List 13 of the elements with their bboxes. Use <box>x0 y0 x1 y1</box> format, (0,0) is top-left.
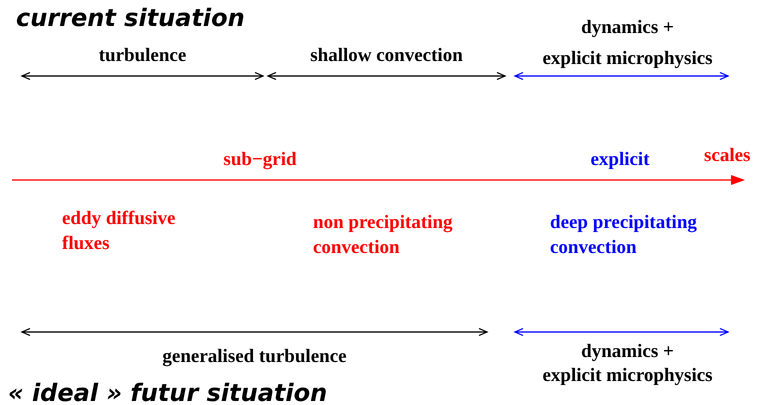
range-label: dynamics + explicit microphysics <box>541 16 714 71</box>
axis-title: scales <box>704 144 752 168</box>
range-label: turbulence <box>98 44 188 68</box>
process-label: deep precipitating convection <box>550 211 698 260</box>
axis-label: sub−grid <box>222 148 298 172</box>
process-label: eddy diffusive fluxes <box>62 207 176 256</box>
range-label: shallow convection <box>309 44 464 68</box>
axis-label: explicit <box>589 148 651 172</box>
heading: « ideal » futur situation <box>8 378 328 405</box>
process-label: non precipitating convection <box>313 211 454 260</box>
range-label: dynamics + explicit microphysics <box>541 340 714 388</box>
range-label: generalised turbulence <box>161 345 348 369</box>
heading: current situation <box>16 3 245 33</box>
